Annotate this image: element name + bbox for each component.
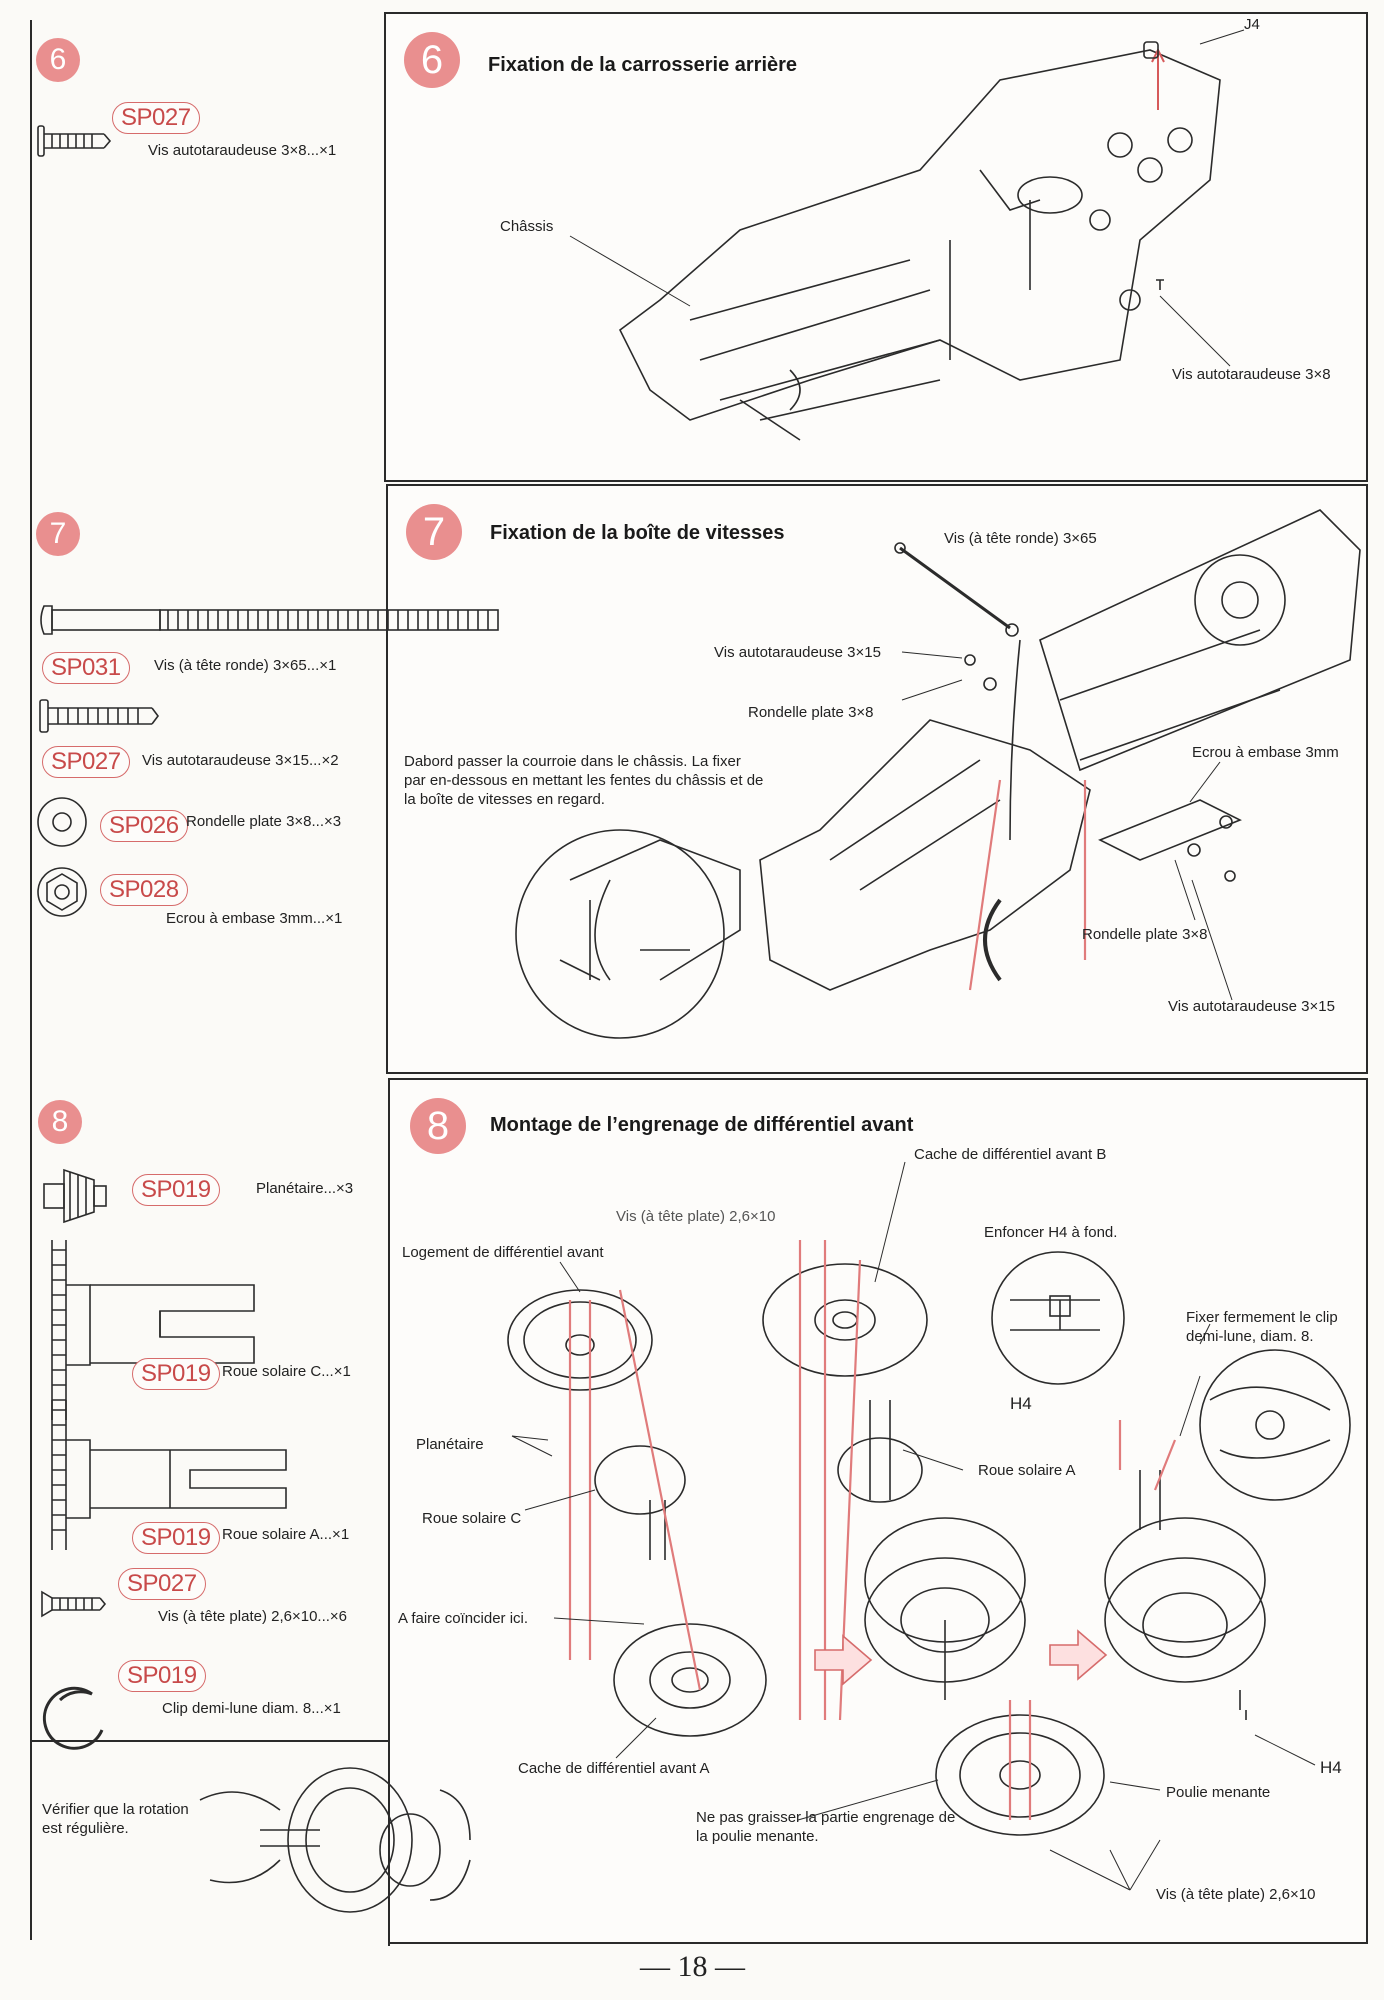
diff-cover-a-illustration <box>613 1623 767 1737</box>
part-desc-sun-c: Roue solaire C...×1 <box>222 1363 351 1380</box>
part-code-sp026: SP026 <box>100 810 188 842</box>
drive-pulley-illustration <box>935 1714 1105 1836</box>
step-6-badge-left: 6 <box>36 38 80 82</box>
step-8-title: Montage de l’engrenage de différentiel a… <box>490 1114 914 1136</box>
label-sun-a: Roue solaire A <box>978 1462 1076 1479</box>
step-6-badge: 6 <box>404 32 460 88</box>
label-no-grease: Ne pas graisser la partie engrenage de l… <box>696 1809 956 1845</box>
chassis-rear-illustration <box>618 41 1221 441</box>
part-desc-planet: Planétaire...×3 <box>256 1180 354 1197</box>
washer-illustration <box>37 797 87 847</box>
planet-gear-illustration <box>43 1168 107 1224</box>
flange-nut-illustration <box>37 867 87 917</box>
label-flat-screw-bottom: Vis (à tête plate) 2,6×10 <box>1156 1886 1316 1903</box>
part-desc-sun-a: Roue solaire A...×1 <box>222 1526 350 1543</box>
step-6-title: Fixation de la carrosserie arrière <box>488 54 798 76</box>
label-j4: J4 <box>1244 16 1260 33</box>
label-washer-top: Rondelle plate 3×8 <box>748 704 874 721</box>
part-desc-round-screw: Vis (à tête ronde) 3×65...×1 <box>154 657 337 674</box>
gearbox-illustration <box>759 509 1361 991</box>
hand-check-illustration <box>199 1767 471 1913</box>
label-cover-a: Cache de différentiel avant A <box>518 1760 710 1777</box>
part-desc-clip: Clip demi-lune diam. 8...×1 <box>162 1700 341 1717</box>
c-clip-illustration <box>42 1686 104 1750</box>
sun-gear-a-illustration <box>51 1400 287 1550</box>
screw-3x15-illustration <box>39 699 159 733</box>
part-desc-self-tap-3x15: Vis autotaraudeuse 3×15...×2 <box>142 752 339 769</box>
rotation-check-note: Vérifier que la rotation est régulière. <box>42 1801 189 1837</box>
part-code-sp019-clip: SP019 <box>118 1660 206 1692</box>
diff-cover-b-illustration <box>762 1263 928 1377</box>
panel-step-8-notch <box>32 1740 390 1946</box>
part-code-sp028: SP028 <box>100 874 188 906</box>
label-h4-top: H4 <box>1010 1394 1032 1413</box>
panel-step-7 <box>386 484 1368 1074</box>
label-clip-note: Fixer fermement le clip demi-lune, diam.… <box>1186 1309 1338 1345</box>
flat-screw-illustration <box>41 1590 107 1618</box>
leader-lines <box>511 29 1316 1891</box>
step-8-badge-left: 8 <box>38 1100 82 1144</box>
part-code-sp031: SP031 <box>42 652 130 684</box>
step-8-badge: 8 <box>410 1098 466 1154</box>
page-number: — 18 — <box>640 1950 745 1983</box>
label-round-screw: Vis (à tête ronde) 3×65 <box>944 530 1097 547</box>
belt-routing-note: Dabord passer la courroie dans le châssi… <box>404 753 764 808</box>
part-desc-washer: Rondelle plate 3×8...×3 <box>186 813 342 830</box>
panel-step-8 <box>388 1078 1368 1944</box>
step-7-badge: 7 <box>406 504 462 560</box>
label-push-h4: Enfoncer H4 à fond. <box>984 1224 1118 1241</box>
label-chassis: Châssis <box>500 218 554 235</box>
screw-3x65-illustration <box>40 605 499 635</box>
sun-gear-c-illustration <box>51 1240 255 1420</box>
diff-assembled-right-illustration <box>1104 1470 1266 1720</box>
step-7-title: Fixation de la boîte de vitesses <box>490 522 785 544</box>
part-code-sp027-flat: SP027 <box>118 1568 206 1600</box>
label-drive-pulley: Poulie menante <box>1166 1784 1271 1801</box>
part-code-sp019-sun-c: SP019 <box>132 1358 220 1390</box>
label-flange-nut: Ecrou à embase 3mm <box>1192 744 1339 761</box>
label-sun-c: Roue solaire C <box>422 1510 522 1527</box>
panel-step-6 <box>384 12 1368 482</box>
label-cover-b: Cache de différentiel avant B <box>914 1146 1107 1163</box>
label-self-tap-top: Vis autotaraudeuse 3×15 <box>714 644 881 661</box>
part-desc-screw-3x8: Vis autotaraudeuse 3×8...×1 <box>148 142 337 159</box>
left-margin-rule <box>30 20 32 1940</box>
diff-housing-illustration <box>507 1289 653 1391</box>
label-align-here: A faire coïncider ici. <box>398 1610 529 1627</box>
screw-3x8-illustration <box>37 125 112 157</box>
label-washer-bottom: Rondelle plate 3×8 <box>1082 926 1208 943</box>
part-desc-flange-nut: Ecrou à embase 3mm...×1 <box>166 910 343 927</box>
label-planetaire: Planétaire <box>416 1436 484 1453</box>
part-code-sp019-sun-a: SP019 <box>132 1522 220 1554</box>
part-desc-flat-screw: Vis (à tête plate) 2,6×10...×6 <box>158 1608 348 1625</box>
step-7-badge-left: 7 <box>36 512 80 556</box>
clip-inset-illustration <box>1199 1349 1351 1501</box>
label-screw-3x8: Vis autotaraudeuse 3×8 <box>1172 366 1331 383</box>
step-arrow-2 <box>1049 1629 1108 1681</box>
part-code-sp027: SP027 <box>112 102 200 134</box>
label-h4-bottom: H4 <box>1320 1758 1342 1777</box>
diff-assembled-middle-illustration <box>864 1517 1026 1700</box>
label-flat-screw-top: Vis (à tête plate) 2,6×10 <box>616 1208 776 1225</box>
belt-inset-illustration <box>515 829 741 1039</box>
part-code-sp019-planet: SP019 <box>132 1174 220 1206</box>
h4-inset-illustration <box>991 1251 1125 1385</box>
sun-gear-assembly-illustration <box>594 1400 923 1560</box>
step-arrow-1 <box>814 1634 873 1686</box>
label-self-tap-bottom: Vis autotaraudeuse 3×15 <box>1168 998 1335 1015</box>
label-diff-housing: Logement de différentiel avant <box>402 1244 604 1261</box>
part-code-sp027-b: SP027 <box>42 746 130 778</box>
